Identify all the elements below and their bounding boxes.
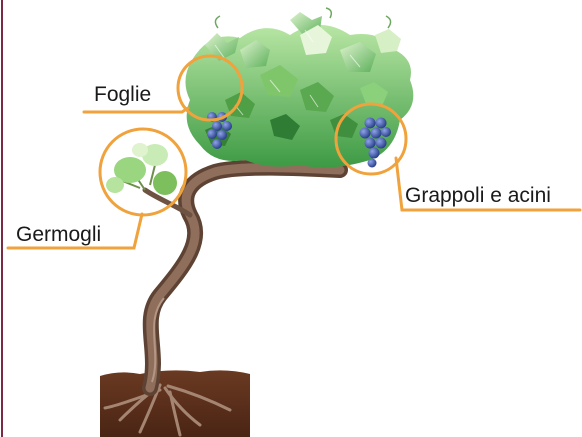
- shoots: [106, 143, 177, 195]
- label-bunches: Grappoli e acini: [405, 185, 551, 206]
- label-shoots: Germogli: [16, 224, 101, 245]
- label-leaves: Foglie: [94, 84, 151, 105]
- leader-line-leaves: [84, 108, 188, 112]
